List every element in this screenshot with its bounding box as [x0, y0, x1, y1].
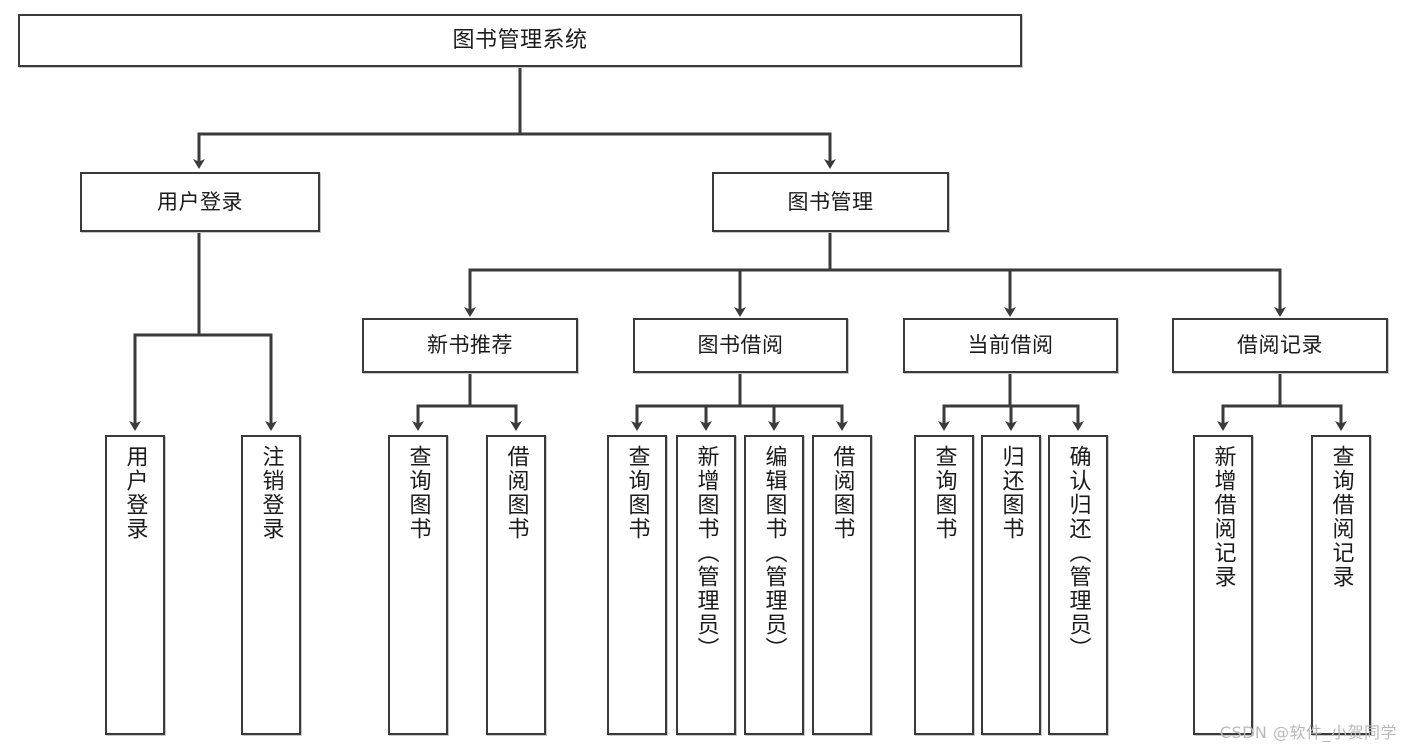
node-label: 图书借阅: [697, 333, 784, 358]
node-user-login[interactable]: 用户登录: [80, 172, 320, 232]
node-book-borrow[interactable]: 图书借阅: [633, 318, 848, 373]
node-label: 借阅记录: [1237, 333, 1323, 358]
leaf-book-borrow-edit-book-admin[interactable]: 编辑图书（管理员）: [744, 435, 804, 735]
node-label: 图书管理系统: [452, 27, 588, 53]
node-current-borrow[interactable]: 当前借阅: [903, 318, 1118, 373]
node-label: 编辑图书（管理员）: [761, 445, 787, 661]
node-root-book-management-system[interactable]: 图书管理系统: [18, 14, 1022, 67]
node-label: 查询图书: [405, 445, 431, 541]
node-label: 查询借阅记录: [1328, 445, 1354, 589]
watermark: CSDN @软件_小贺同学: [1219, 723, 1397, 742]
leaf-user-login-signin[interactable]: 用户登录: [105, 435, 165, 735]
node-label: 当前借阅: [967, 333, 1054, 358]
leaf-new-book-borrow-book[interactable]: 借阅图书: [486, 435, 546, 735]
node-label: 新增图书（管理员）: [693, 445, 719, 661]
leaf-book-borrow-query-book[interactable]: 查询图书: [607, 435, 667, 735]
node-label: 用户登录: [122, 445, 148, 541]
leaf-book-borrow-add-book-admin[interactable]: 新增图书（管理员）: [676, 435, 736, 735]
node-label: 查询图书: [931, 445, 957, 541]
node-label: 查询图书: [624, 445, 650, 541]
node-label: 注销登录: [258, 445, 284, 541]
node-label: 用户登录: [157, 189, 243, 214]
node-new-book-recommend[interactable]: 新书推荐: [362, 318, 578, 373]
node-label: 借阅图书: [829, 445, 855, 541]
node-label: 确认归还（管理员）: [1065, 445, 1091, 661]
leaf-current-borrow-confirm-return-admin[interactable]: 确认归还（管理员）: [1048, 435, 1108, 735]
leaf-user-login-signout[interactable]: 注销登录: [241, 435, 301, 735]
leaf-borrow-record-add-record[interactable]: 新增借阅记录: [1193, 435, 1253, 735]
node-book-management[interactable]: 图书管理: [712, 172, 949, 232]
leaf-book-borrow-borrow-book[interactable]: 借阅图书: [812, 435, 872, 735]
leaf-current-borrow-query-book[interactable]: 查询图书: [914, 435, 974, 735]
leaf-current-borrow-return-book[interactable]: 归还图书: [981, 435, 1041, 735]
node-label: 新增借阅记录: [1210, 445, 1236, 589]
leaf-new-book-query-book[interactable]: 查询图书: [388, 435, 448, 735]
node-borrow-record[interactable]: 借阅记录: [1172, 318, 1388, 373]
node-label: 新书推荐: [427, 333, 513, 358]
node-label: 归还图书: [998, 445, 1024, 541]
node-label: 图书管理: [787, 189, 874, 214]
leaf-borrow-record-query-record[interactable]: 查询借阅记录: [1311, 435, 1371, 735]
node-label: 借阅图书: [503, 445, 529, 541]
